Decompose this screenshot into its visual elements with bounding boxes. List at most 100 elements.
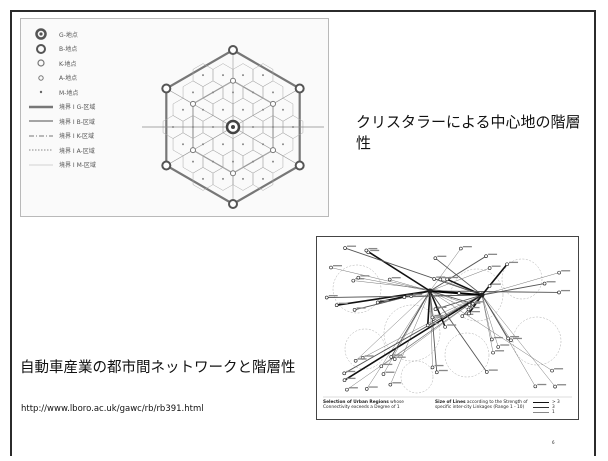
city-node [533, 384, 538, 389]
city-label-mark [437, 306, 447, 308]
christaller-figure: G-地点 B-地点 K-地点 A-地点 M-地点 境界 I G-区域 境界 I … [20, 18, 329, 217]
city-label-mark [462, 246, 472, 248]
m-point-marker [202, 108, 204, 111]
k-point-marker [230, 77, 236, 84]
city-node [402, 295, 407, 299]
city-node [550, 368, 554, 373]
m-point-marker [222, 177, 224, 180]
legend-row: 境界 I B-区域 [29, 114, 139, 129]
city-node [425, 323, 430, 328]
city-label-mark [434, 314, 444, 317]
city-node [352, 308, 357, 312]
m-point-marker [182, 108, 184, 111]
m-point-marker [192, 160, 194, 163]
city-node [506, 336, 510, 341]
city-node [490, 337, 494, 342]
city-node [484, 370, 489, 374]
m-point-marker [262, 74, 264, 77]
city-label-mark [346, 377, 356, 380]
m-point-marker [272, 91, 274, 94]
linkage-line [481, 294, 494, 353]
city-label-mark [546, 281, 556, 283]
city-node [381, 372, 386, 376]
city-label-mark [360, 275, 370, 277]
linkage-line [481, 294, 556, 387]
m-point-marker [272, 160, 274, 163]
city-label-mark [474, 301, 484, 303]
linkage-line [389, 279, 431, 292]
linkage-line [429, 290, 438, 373]
m-point-marker [232, 160, 234, 163]
m-point-marker [192, 91, 194, 94]
city-node [434, 370, 439, 375]
city-label-mark [364, 355, 374, 357]
linkage-line [481, 283, 545, 296]
line-thick-icon [533, 401, 549, 404]
line-thick-icon [29, 102, 53, 112]
linkage-line [429, 290, 469, 310]
b-point-marker [161, 83, 172, 94]
city-label-mark [557, 384, 567, 386]
m-point-marker [192, 126, 194, 128]
m-point-marker [172, 126, 174, 128]
b-point-marker [161, 160, 172, 171]
legend-row: 境界 I G-区域 [29, 100, 139, 115]
linkage-line [344, 294, 483, 381]
linkage-line [362, 294, 483, 359]
city-label-mark [370, 249, 380, 252]
legend-label: 境界 I M-区域 [59, 162, 96, 170]
city-label-mark [357, 358, 367, 360]
m-point-marker [202, 143, 204, 146]
cluster-boundary [450, 268, 504, 322]
city-node [460, 314, 465, 318]
christaller-legend: G-地点 B-地点 K-地点 A-地点 M-地点 境界 I G-区域 境界 I … [29, 27, 139, 172]
network-legend-title: Size of Lines [435, 400, 466, 405]
legend-row: A-地点 [29, 71, 139, 86]
legend-row: 境界 I K-区域 [29, 129, 139, 144]
city-node [557, 290, 561, 295]
city-label-mark [491, 265, 501, 267]
city-node [342, 371, 347, 376]
k-point-marker [189, 147, 196, 154]
city-label-mark [470, 306, 480, 309]
city-label-mark [509, 261, 519, 264]
city-label-mark [393, 354, 403, 356]
linkage-line [344, 294, 483, 374]
b-point-marker [294, 83, 305, 94]
city-label-mark [348, 387, 358, 389]
linkage-line [429, 290, 433, 368]
legend-scale-row: 3 [533, 405, 575, 410]
m-point-marker [212, 160, 214, 163]
k-point-marker [270, 147, 277, 154]
city-label-mark [396, 356, 406, 358]
city-node [343, 246, 347, 250]
hub-node [479, 292, 485, 298]
city-node [387, 277, 392, 282]
linkage-line [429, 290, 553, 371]
legend-scale-label: 3 [552, 405, 555, 410]
legend-label: B-地点 [59, 46, 78, 54]
k-point-marker [270, 100, 277, 107]
m-point-marker [252, 91, 254, 94]
city-node [443, 325, 447, 329]
linkage-line [429, 290, 483, 296]
city-node [342, 378, 347, 383]
m-point-marker [262, 177, 264, 180]
network-legend-scale: > 3 3 1 [533, 400, 575, 415]
m-point-marker [282, 108, 284, 111]
city-node [505, 262, 509, 267]
m-point-marker [212, 126, 214, 128]
ring-medium-icon [29, 43, 53, 54]
city-node [542, 281, 547, 286]
city-node [553, 384, 557, 389]
city-label-mark [356, 307, 366, 309]
ring-tiny-icon [29, 73, 53, 83]
city-node [379, 364, 384, 369]
city-node [496, 345, 501, 349]
line-medium-icon [29, 116, 53, 126]
city-node [467, 303, 472, 307]
source-url[interactable]: http://www.lboro.ac.uk/gawc/rb/rb391.htm… [21, 404, 204, 414]
region-spoke [232, 126, 300, 166]
city-node [329, 265, 333, 270]
linkage-line [468, 294, 483, 314]
